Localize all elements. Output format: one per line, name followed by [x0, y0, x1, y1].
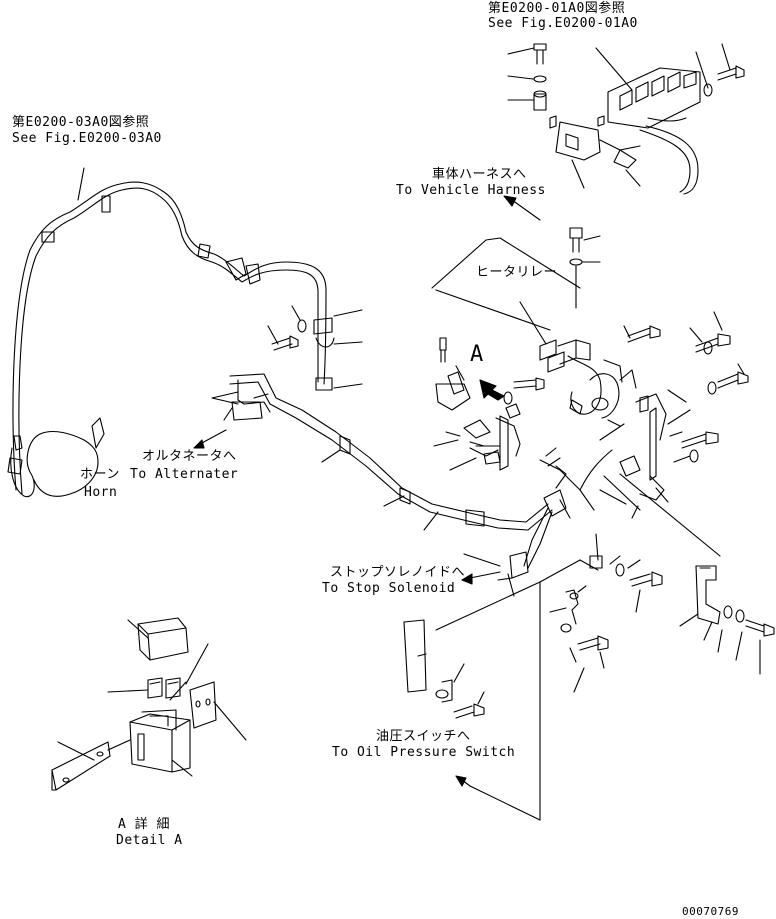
label-pointers — [193, 195, 541, 787]
alternator-jp: オルタネータへ — [142, 449, 237, 464]
stop-solenoid-jp: ストップソレノイドへ — [330, 565, 466, 580]
lower-bracket-assembly — [403, 473, 775, 821]
oil-pressure-en: To Oil Pressure Switch — [332, 745, 516, 760]
heater-relay-assembly — [431, 227, 749, 519]
stop-solenoid-en: To Stop Solenoid — [322, 581, 456, 596]
ref-left-jp: 第E0200-03A0図参照 — [12, 115, 150, 130]
drawing-number: 00070769 — [682, 905, 739, 918]
horn-en: Horn — [84, 485, 118, 500]
detail-a-assembly — [51, 617, 247, 791]
detail-a-en: Detail A — [116, 833, 183, 848]
heater-relay-label: ヒータリレー — [476, 265, 558, 280]
oil-pressure-jp: 油圧スイッチへ — [376, 729, 471, 744]
relay-box-assembly — [507, 43, 745, 195]
view-a-arrow — [455, 365, 505, 401]
alternator-en: To Alternater — [130, 467, 239, 482]
detail-a-jp: A 詳 細 — [118, 817, 170, 832]
view-a-marker: A — [470, 342, 484, 367]
vehicle-harness-en: To Vehicle Harness — [396, 183, 546, 198]
main-harness — [7, 167, 641, 597]
horn-jp: ホーン — [80, 467, 120, 482]
ref-top-jp: 第E0200-01A0図参照 — [488, 1, 626, 16]
ref-top-en: See Fig.E0200-01A0 — [488, 16, 638, 31]
ref-left-en: See Fig.E0200-03A0 — [12, 131, 162, 146]
vehicle-harness-jp: 車体ハーネスへ — [432, 167, 527, 182]
